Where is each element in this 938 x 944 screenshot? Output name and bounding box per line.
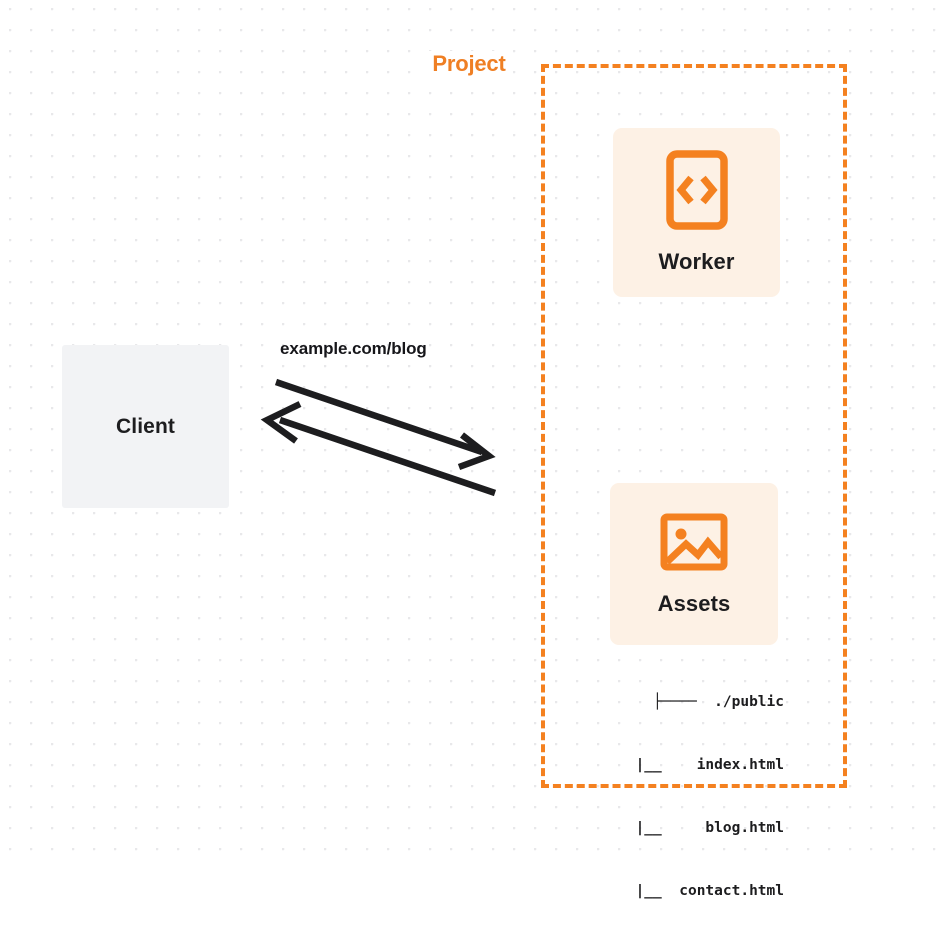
client-node[interactable]: Client (62, 345, 229, 508)
code-brackets-icon (665, 150, 728, 235)
diagram-canvas: Client example.com/blog Project Worker (0, 0, 938, 899)
worker-node-label: Worker (658, 249, 735, 274)
request-arrow (274, 378, 496, 471)
project-container (541, 64, 847, 788)
assets-file-tree: ├──── ./public |__ index.html |__ blog.h… (548, 650, 784, 944)
file-tree-line: |__ blog.html (609, 820, 784, 836)
assets-node-label: Assets (657, 590, 731, 616)
file-tree-line: ├──── ./public (653, 694, 784, 710)
file-tree-line: |__ contact.html (609, 883, 784, 899)
assets-node[interactable]: Assets (610, 483, 778, 645)
worker-node[interactable]: Worker (613, 128, 780, 297)
connection-label: example.com/blog (280, 339, 427, 358)
response-arrow (260, 401, 497, 497)
client-node-label: Client (116, 414, 175, 438)
file-tree-line: |__ index.html (609, 757, 784, 773)
project-label: Project (425, 51, 513, 77)
image-icon (660, 512, 728, 577)
